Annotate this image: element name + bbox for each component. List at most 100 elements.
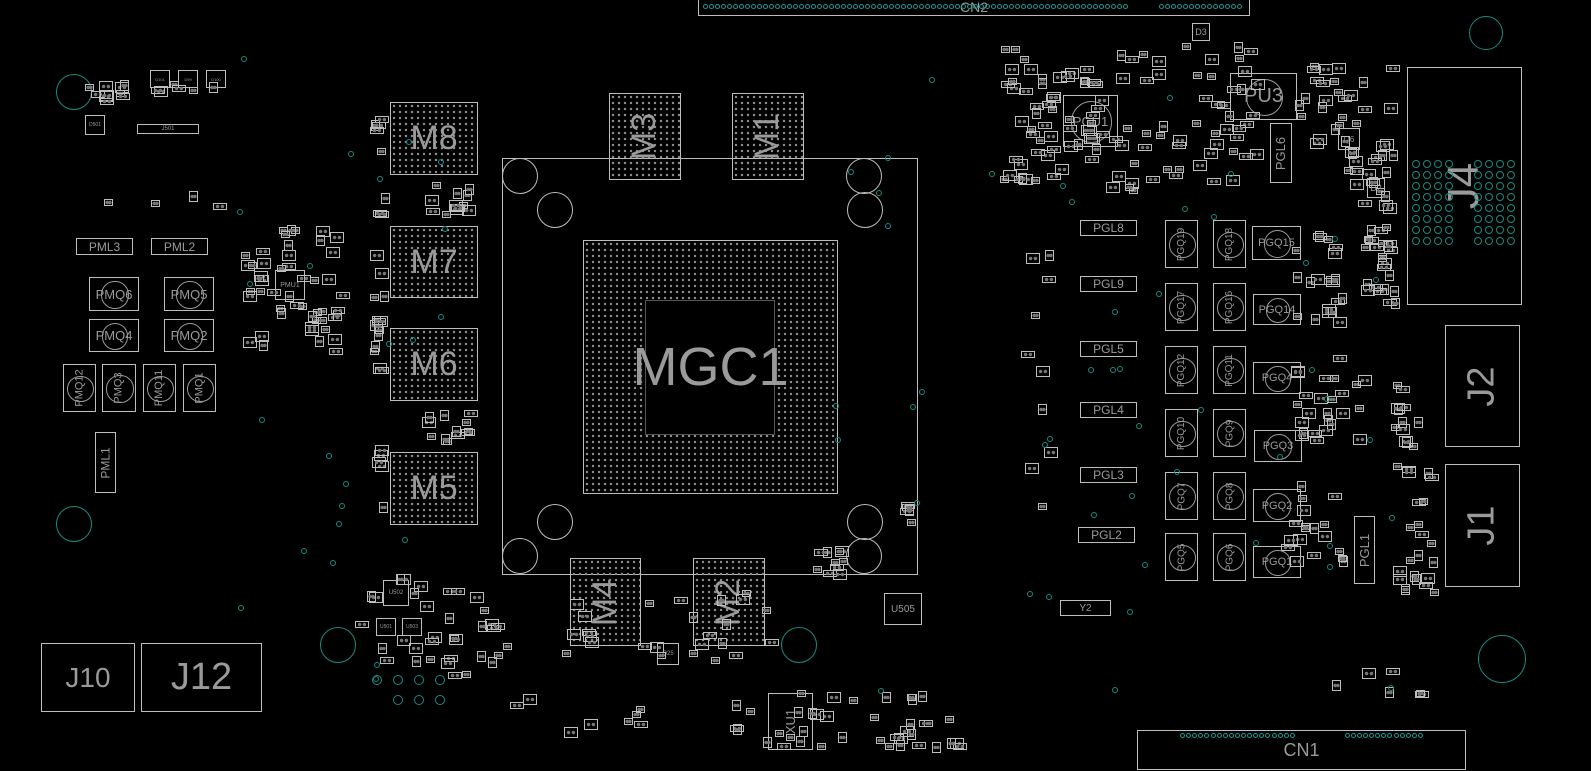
- power-mosfet[interactable]: PGQ7: [1165, 472, 1198, 520]
- power-mosfet[interactable]: PMQ4: [89, 319, 139, 352]
- connector-j10[interactable]: J10: [41, 643, 135, 712]
- connector-pin: [1363, 733, 1368, 738]
- connector-j2[interactable]: J2: [1445, 325, 1520, 447]
- diode-d501[interactable]: D501: [85, 115, 105, 135]
- component-designator: PGL9: [1093, 277, 1124, 291]
- smd-pad: [1336, 408, 1350, 419]
- inductor-pgl[interactable]: PGL9: [1080, 276, 1137, 292]
- power-mosfet[interactable]: PGQ16: [1213, 283, 1246, 331]
- power-mosfet[interactable]: PMQ2: [164, 319, 214, 352]
- main-chip-mgc1[interactable]: MGC1: [583, 240, 838, 494]
- inductor-pgl1[interactable]: PGL1: [1354, 516, 1375, 584]
- smd-pad: [1009, 156, 1023, 163]
- crystal-y2[interactable]: Y2: [1060, 600, 1111, 616]
- inductor-pgl[interactable]: PGL4: [1080, 402, 1137, 418]
- power-mosfet[interactable]: PMQ11: [143, 364, 176, 412]
- connector-pin: [1277, 733, 1283, 738]
- connector-j4[interactable]: J4: [1407, 67, 1522, 305]
- smd-pad: [1358, 200, 1372, 207]
- component-designator: PGL1: [1357, 533, 1372, 567]
- header-j501[interactable]: J501: [137, 124, 199, 134]
- chip-u505[interactable]: U505: [884, 593, 922, 625]
- memory-chip[interactable]: M2: [693, 558, 765, 646]
- power-mosfet[interactable]: PGQ17: [1165, 283, 1198, 331]
- smd-pad: [885, 743, 894, 750]
- connector-pin: [1485, 226, 1493, 234]
- component-label: D101: [151, 71, 169, 87]
- via: [1156, 290, 1163, 297]
- inductor-pgl[interactable]: PGL2: [1078, 527, 1135, 543]
- inductor-pml2[interactable]: PML2: [151, 238, 208, 255]
- smd-pad: [1425, 474, 1439, 481]
- power-mosfet[interactable]: PGQ18: [1213, 220, 1246, 268]
- connector-pin: [991, 4, 996, 9]
- smd-pad: [1318, 531, 1332, 542]
- via: [406, 139, 413, 146]
- chip-u503[interactable]: U503: [402, 618, 422, 636]
- power-mosfet[interactable]: PGQ5: [1165, 533, 1198, 581]
- component-designator: D99: [184, 76, 192, 82]
- connector-pin: [1204, 733, 1210, 738]
- smd-pad: [267, 289, 281, 296]
- inductor-pgl[interactable]: PGL3: [1080, 467, 1137, 483]
- power-mosfet[interactable]: PGQ15: [1252, 226, 1301, 260]
- smd-pad: [326, 247, 340, 258]
- smd-pad: [1335, 122, 1344, 129]
- via: [1087, 366, 1094, 373]
- connector-j12[interactable]: J12: [141, 643, 262, 712]
- smd-pad: [799, 726, 808, 737]
- smd-pad: [380, 291, 389, 302]
- connector-pin: [1093, 4, 1098, 9]
- inductor-pml3[interactable]: PML3: [76, 238, 133, 255]
- smd-pad: [1001, 46, 1010, 53]
- inductor-pml1[interactable]: PML1: [95, 432, 116, 493]
- connector-j1[interactable]: J1: [1445, 464, 1520, 587]
- inductor-pgl6[interactable]: PGL6: [1270, 123, 1292, 183]
- inductor-pgl[interactable]: PGL5: [1080, 341, 1137, 357]
- smd-pad: [355, 621, 369, 628]
- power-mosfet[interactable]: PGQ10: [1165, 409, 1198, 457]
- memory-chip[interactable]: M3: [609, 93, 681, 180]
- power-mosfet[interactable]: PGQ6: [1213, 533, 1246, 581]
- power-mosfet[interactable]: PGQ8: [1213, 472, 1246, 520]
- power-mosfet[interactable]: PMQ5: [164, 277, 214, 311]
- smd-pad: [1332, 63, 1346, 74]
- smd-pad: [1042, 276, 1056, 283]
- power-mosfet[interactable]: PMQ1: [183, 364, 216, 412]
- memory-chip[interactable]: M7: [390, 226, 478, 298]
- memory-chip[interactable]: M8: [390, 102, 478, 175]
- smd-pad: [1385, 270, 1394, 281]
- connector-pin: [1485, 215, 1493, 223]
- power-mosfet[interactable]: PGQ12: [1165, 346, 1198, 394]
- power-mosfet[interactable]: PGQ14: [1253, 294, 1301, 325]
- smd-pad: [1361, 285, 1375, 296]
- smd-pad: [1338, 293, 1347, 304]
- connector-pin: [1445, 193, 1453, 201]
- power-mosfet[interactable]: PGQ9: [1213, 409, 1246, 457]
- memory-chip[interactable]: M6: [390, 328, 478, 401]
- power-mosfet[interactable]: PGQ19: [1165, 220, 1198, 268]
- connector-pin: [817, 4, 822, 9]
- chip-xu1[interactable]: XU1: [768, 693, 813, 750]
- memory-chip[interactable]: M5: [390, 452, 478, 525]
- power-mosfet[interactable]: PGQ2: [1253, 489, 1301, 522]
- inductor-pgl[interactable]: PGL8: [1080, 220, 1137, 236]
- power-mosfet[interactable]: PMQ12: [63, 364, 96, 412]
- smd-pad: [1229, 148, 1238, 155]
- memory-chip[interactable]: M1: [732, 93, 804, 180]
- chip-u501[interactable]: U501: [376, 618, 396, 636]
- connector-pin: [763, 4, 768, 9]
- diode-d3[interactable]: D3: [1192, 23, 1210, 41]
- mounting-hole: [320, 627, 356, 663]
- connector-pin: [979, 4, 984, 9]
- connector-pin: [1207, 4, 1212, 9]
- via: [377, 175, 384, 182]
- smd-pad: [1061, 71, 1075, 82]
- smd-pad: [1297, 481, 1306, 492]
- power-mosfet[interactable]: PMQ6: [89, 277, 139, 311]
- power-mosfet[interactable]: PMQ3: [102, 364, 136, 412]
- smd-pad: [1235, 55, 1244, 62]
- smd-pad: [746, 708, 755, 715]
- power-mosfet[interactable]: PGQ11: [1213, 346, 1246, 394]
